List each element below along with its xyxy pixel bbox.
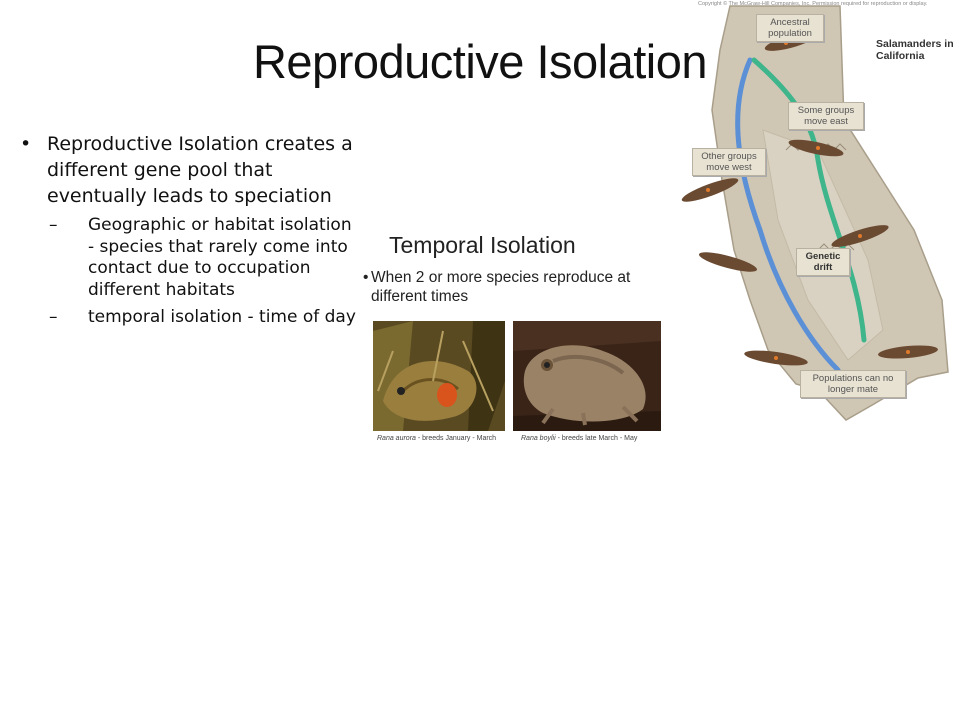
west-route-line bbox=[735, 57, 841, 373]
map-copyright: Copyright © The McGraw-Hill Companies, I… bbox=[698, 1, 928, 7]
temporal-isolation-panel: Temporal Isolation • When 2 or more spec… bbox=[363, 228, 665, 460]
sub-bullet-mark: – bbox=[49, 215, 58, 235]
sub-bullet-item: – temporal isolation - time of day bbox=[20, 307, 360, 329]
photo-rana-boylii bbox=[513, 321, 661, 431]
sub-bullet-mark: – bbox=[49, 307, 58, 327]
panel-bullet: • When 2 or more species reproduce at di… bbox=[363, 268, 665, 306]
east-route-line bbox=[751, 57, 867, 343]
slide-title: Reproductive Isolation bbox=[0, 34, 960, 90]
label-some-groups-move-east: Some groups move east bbox=[788, 102, 864, 130]
caption-detail-boylii: - breeds late March - May bbox=[555, 435, 638, 442]
slide-title-text: Reproductive Isolation bbox=[252, 35, 708, 88]
bullet-mark: • bbox=[20, 133, 32, 155]
california-map-graphic bbox=[681, 5, 949, 421]
label-other-groups-move-west: Other groups move west bbox=[692, 148, 766, 176]
frog-boylii-image bbox=[513, 321, 661, 431]
sub-bullet-text: Geographic or habitat isolation - specie… bbox=[88, 215, 352, 300]
label-populations-no-longer-mate: Populations can no longer mate bbox=[800, 370, 906, 398]
caption-detail-aurora: - breeds January - March bbox=[415, 435, 497, 442]
map-heading: Salamanders in California bbox=[876, 38, 954, 62]
panel-bullet-mark: • bbox=[363, 269, 369, 286]
salamander-spots bbox=[706, 41, 910, 360]
salamander-california-map: Copyright © The McGraw-Hill Companies, I… bbox=[668, 0, 960, 430]
caption-species-aurora: Rana aurora bbox=[377, 435, 416, 442]
frog-aurora-image bbox=[373, 321, 505, 431]
label-genetic-drift: Genetic drift bbox=[796, 248, 850, 276]
bullet-item: • Reproductive Isolation creates a diffe… bbox=[20, 131, 360, 209]
label-ancestral-population: Ancestral population bbox=[756, 14, 824, 42]
sub-bullet-item: – Geographic or habitat isolation - spec… bbox=[20, 215, 360, 301]
bullet-text: Reproductive Isolation creates a differe… bbox=[47, 133, 353, 207]
caption-rana-boylii: Rana boylii - breeds late March - May bbox=[521, 434, 661, 443]
caption-rana-aurora: Rana aurora - breeds January - March bbox=[377, 434, 507, 443]
panel-title: Temporal Isolation bbox=[389, 232, 576, 258]
sub-bullet-text: temporal isolation - time of day bbox=[88, 307, 356, 327]
salamander-west-2 bbox=[698, 252, 758, 272]
panel-bullet-text: When 2 or more species reproduce at diff… bbox=[371, 269, 631, 305]
bullet-list: • Reproductive Isolation creates a diffe… bbox=[20, 131, 360, 329]
photo-rana-aurora bbox=[373, 321, 505, 431]
caption-species-boylii: Rana boylii bbox=[521, 435, 556, 442]
